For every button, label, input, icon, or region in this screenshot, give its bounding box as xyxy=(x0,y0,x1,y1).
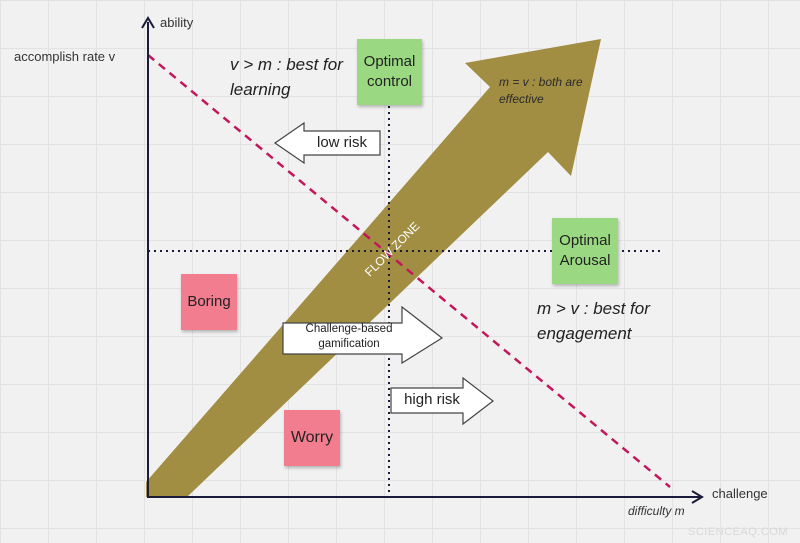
x-axis-sub-label: difficulty m xyxy=(628,504,685,518)
equal-note: m = v : both are effective xyxy=(499,74,583,108)
gamification-label: Challenge-based gamification xyxy=(283,322,415,352)
low-risk-arrow xyxy=(273,121,381,165)
gamification-arrow xyxy=(282,305,444,365)
optimal-control-line1: Optimal xyxy=(363,53,416,70)
high-risk-arrow xyxy=(390,376,494,426)
optimal-arousal-line1: Optimal xyxy=(559,232,611,249)
flow-zone-arrow xyxy=(146,39,601,497)
boring-label: Boring xyxy=(187,293,231,310)
worry-sticky: Worry xyxy=(284,410,340,466)
watermark: SCIENCEAQ.COM xyxy=(687,526,788,538)
worry-label: Worry xyxy=(290,429,334,446)
x-axis-arrowhead xyxy=(691,490,704,504)
low-risk-label: low risk xyxy=(316,134,367,151)
engagement-note-line2: engagement xyxy=(537,324,632,343)
optimal-control-sticky: Optimal control xyxy=(357,39,422,105)
engagement-note-line1: m > v : best for xyxy=(537,299,650,318)
optimal-arousal-line2: Arousal xyxy=(559,252,611,269)
gamification-label-line1: Challenge-based xyxy=(305,323,393,335)
optimal-control-line2: control xyxy=(366,73,413,90)
y-axis-arrowhead xyxy=(141,16,155,29)
optimal-arousal-sticky: Optimal Arousal xyxy=(552,218,618,284)
x-axis-label: challenge xyxy=(712,486,768,501)
gamification-label-line2: gamification xyxy=(318,338,380,350)
boring-sticky: Boring xyxy=(181,274,237,330)
y-axis-label: ability xyxy=(160,15,194,30)
learning-note-line1: v > m : best for xyxy=(230,55,343,74)
y-axis-sub-label: accomplish rate v xyxy=(14,49,116,64)
diagonal-dashed-line xyxy=(147,54,671,488)
engagement-note: m > v : best for engagement xyxy=(537,296,650,346)
high-risk-label: high risk xyxy=(404,391,460,408)
learning-note: v > m : best for learning xyxy=(230,52,343,102)
learning-note-line2: learning xyxy=(230,80,291,99)
equal-note-line2: effective xyxy=(499,92,544,106)
equal-note-line1: m = v : both are xyxy=(499,75,583,89)
